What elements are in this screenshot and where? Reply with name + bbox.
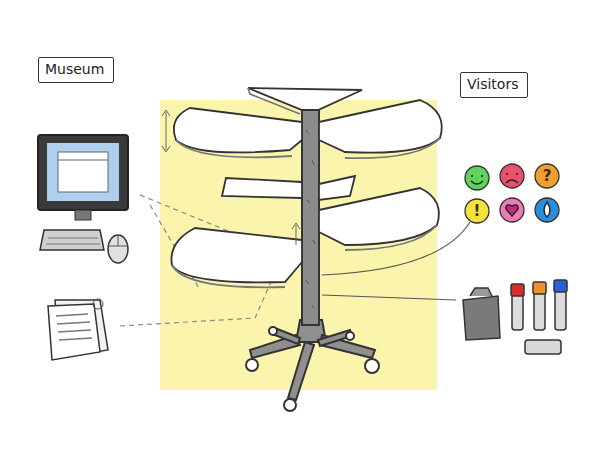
computer-icon [38, 135, 128, 263]
document-icon [48, 299, 108, 360]
paddles [171, 88, 441, 287]
visitors-label-box: Visitors [460, 72, 528, 98]
rotation-arrows [162, 110, 300, 245]
marker-supplies [463, 280, 567, 354]
museum-label-box: Museum [38, 57, 114, 83]
sticker-faces [471, 173, 550, 217]
label-text: Museum [45, 60, 107, 78]
stand-pole [302, 110, 319, 325]
feedback-stickers [465, 164, 559, 223]
label-text: Visitors [467, 75, 521, 93]
exclamation-mark: ! [465, 199, 489, 223]
pole-speckle [306, 130, 315, 308]
stand-base [246, 320, 379, 411]
question-mark: ? [535, 164, 559, 188]
